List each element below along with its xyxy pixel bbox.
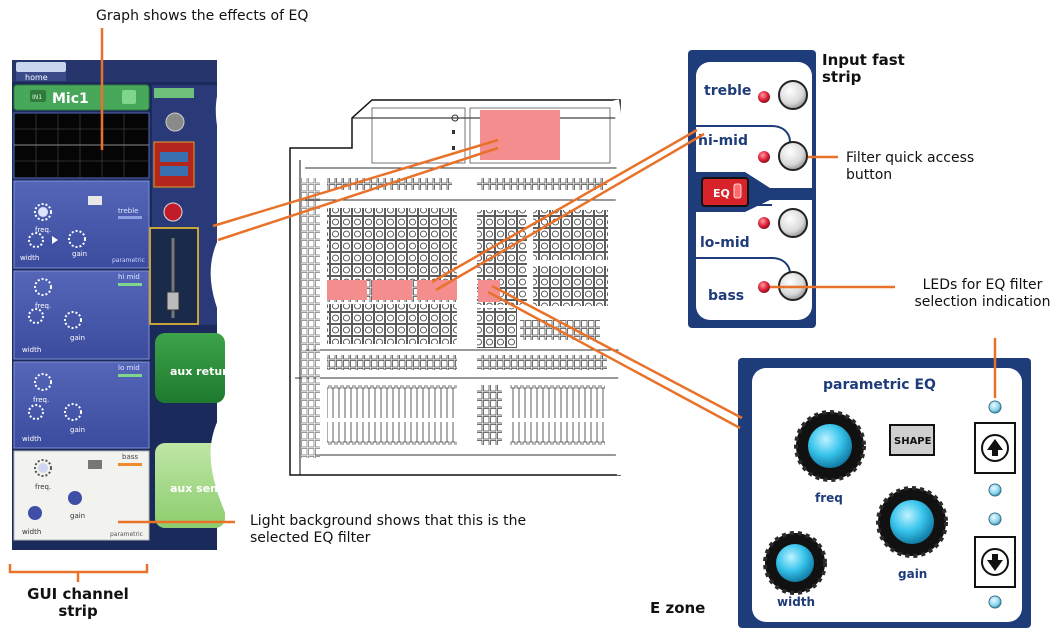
fast-strip-highlight-2 bbox=[372, 280, 412, 300]
shape-button[interactable]: SHAPE bbox=[889, 424, 935, 456]
band-lo-mid[interactable]: lo mid freq. width gain bbox=[13, 361, 150, 449]
svg-text:width: width bbox=[777, 595, 815, 609]
channel-name: Mic1 bbox=[52, 91, 89, 107]
svg-text:gain: gain bbox=[70, 426, 85, 434]
torn-edge bbox=[210, 60, 260, 550]
graph-caption: Graph shows the effects of EQ bbox=[96, 8, 309, 24]
home-tab[interactable]: home bbox=[25, 73, 48, 82]
fast-strip-highlight-1 bbox=[327, 280, 367, 300]
e-zone-title: parametric EQ bbox=[823, 377, 936, 393]
svg-text:bass: bass bbox=[122, 453, 138, 461]
svg-text:gain: gain bbox=[898, 567, 927, 581]
svg-text:width: width bbox=[22, 346, 41, 354]
svg-text:gain: gain bbox=[70, 512, 85, 520]
led-top bbox=[988, 400, 1002, 414]
band-bass-selected[interactable]: bass freq. width gain parametric bbox=[13, 450, 150, 541]
down-button[interactable] bbox=[974, 536, 1016, 588]
fast-strip-treble-label: treble bbox=[704, 83, 751, 99]
svg-text:aux return 1-: aux return 1- bbox=[170, 365, 251, 378]
treble-button[interactable] bbox=[778, 80, 808, 110]
gain-knob[interactable] bbox=[876, 486, 948, 558]
svg-text:gain: gain bbox=[70, 334, 85, 342]
input-fast-strip-caption: Input fast strip bbox=[822, 51, 905, 86]
gui-channel-strip: home IN1 Mic1 treble freq. width gain bbox=[12, 60, 251, 550]
svg-text:hi mid: hi mid bbox=[118, 273, 140, 281]
freq-knob[interactable] bbox=[794, 410, 866, 482]
himid-button[interactable] bbox=[778, 141, 808, 171]
leds-caption: LEDs for EQ filter selection indication bbox=[914, 277, 1051, 310]
console-overview bbox=[289, 99, 628, 476]
up-button[interactable] bbox=[974, 422, 1016, 474]
led-mid2 bbox=[988, 512, 1002, 526]
aux-return-button[interactable] bbox=[155, 333, 225, 403]
svg-text:width: width bbox=[22, 435, 41, 443]
channel-number: IN1 bbox=[32, 94, 42, 101]
treble-led bbox=[758, 91, 770, 103]
svg-text:width: width bbox=[22, 528, 41, 536]
svg-text:width: width bbox=[20, 254, 39, 262]
svg-text:freq.: freq. bbox=[35, 302, 51, 310]
lomid-led bbox=[758, 217, 770, 229]
fast-strip-bass-label: bass bbox=[708, 288, 744, 304]
svg-text:freq.: freq. bbox=[35, 483, 51, 491]
svg-text:SHAPE: SHAPE bbox=[894, 436, 932, 447]
svg-text:treble: treble bbox=[118, 207, 138, 215]
e-zone-caption: E zone bbox=[650, 599, 706, 617]
svg-text:parametric: parametric bbox=[112, 257, 145, 264]
led-bottom bbox=[988, 595, 1002, 609]
himid-led bbox=[758, 151, 770, 163]
e-zone-panel: parametric EQ freq gain width SHAPE bbox=[738, 358, 1031, 628]
e-zone-highlight bbox=[478, 280, 500, 302]
svg-text:EQ: EQ bbox=[713, 187, 730, 200]
input-fast-strip: treble hi-mid lo-mid bass EQ bbox=[688, 50, 816, 328]
fast-strip-himid-label: hi-mid bbox=[698, 133, 748, 149]
band-hi-mid[interactable]: hi mid freq. width gain bbox=[13, 270, 150, 360]
gui-channel-strip-caption: GUI channel strip bbox=[27, 585, 129, 620]
callout-lines bbox=[8, 28, 997, 582]
svg-text:lo mid: lo mid bbox=[118, 364, 140, 372]
light-background-caption: Light background shows that this is the … bbox=[250, 513, 527, 546]
led-mid1 bbox=[988, 483, 1002, 497]
svg-text:parametric: parametric bbox=[110, 531, 143, 538]
width-knob[interactable] bbox=[763, 531, 827, 595]
screen-highlight bbox=[480, 110, 560, 160]
filter-quick-access-caption: Filter quick access button bbox=[846, 150, 975, 183]
fast-strip-lomid-label: lo-mid bbox=[700, 235, 750, 251]
aux-send-button[interactable] bbox=[155, 443, 225, 528]
svg-text:freq.: freq. bbox=[33, 396, 49, 404]
bass-led bbox=[758, 281, 770, 293]
svg-text:freq: freq bbox=[815, 491, 843, 505]
svg-text:gain: gain bbox=[72, 250, 87, 258]
svg-text:freq.: freq. bbox=[35, 226, 51, 234]
band-treble[interactable]: treble freq. width gain parametric bbox=[13, 180, 150, 269]
lomid-button[interactable] bbox=[778, 208, 808, 238]
